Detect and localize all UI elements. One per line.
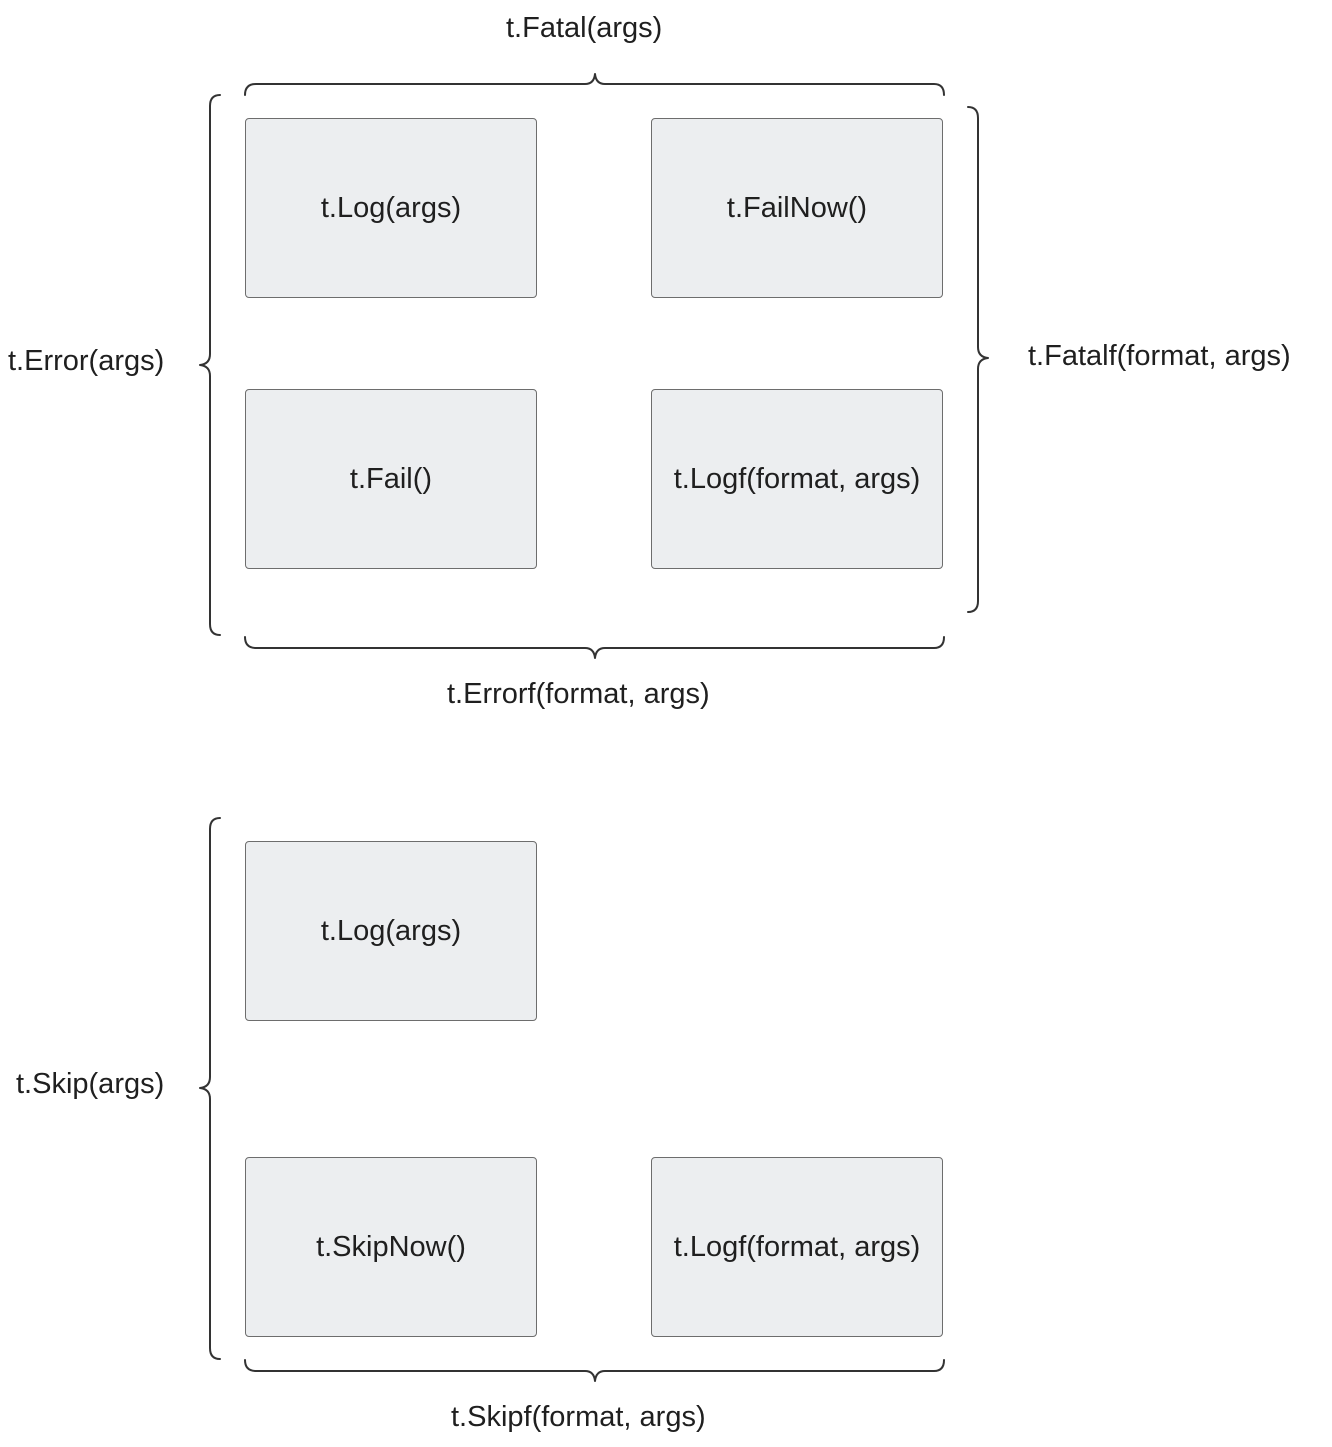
log-box: t.Log(args) xyxy=(245,118,537,298)
fatal-brace xyxy=(244,73,945,96)
errorf-brace xyxy=(244,636,945,659)
skip-brace xyxy=(199,817,221,1360)
fail-box: t.Fail() xyxy=(245,389,537,569)
failnow-box: t.FailNow() xyxy=(651,118,943,298)
fatalf-brace xyxy=(967,106,989,613)
errorf-label: t.Errorf(format, args) xyxy=(447,678,710,710)
error-label: t.Error(args) xyxy=(8,345,165,377)
skipnow-box: t.SkipNow() xyxy=(245,1157,537,1337)
skipf-brace xyxy=(244,1359,945,1382)
skipf-label: t.Skipf(format, args) xyxy=(451,1401,706,1433)
fatal-label: t.Fatal(args) xyxy=(506,12,663,44)
logf-box: t.Logf(format, args) xyxy=(651,389,943,569)
skip-label: t.Skip(args) xyxy=(16,1068,165,1100)
error-brace xyxy=(199,94,221,636)
logf-box: t.Logf(format, args) xyxy=(651,1157,943,1337)
fatalf-label: t.Fatalf(format, args) xyxy=(1028,340,1291,372)
log-box: t.Log(args) xyxy=(245,841,537,1021)
